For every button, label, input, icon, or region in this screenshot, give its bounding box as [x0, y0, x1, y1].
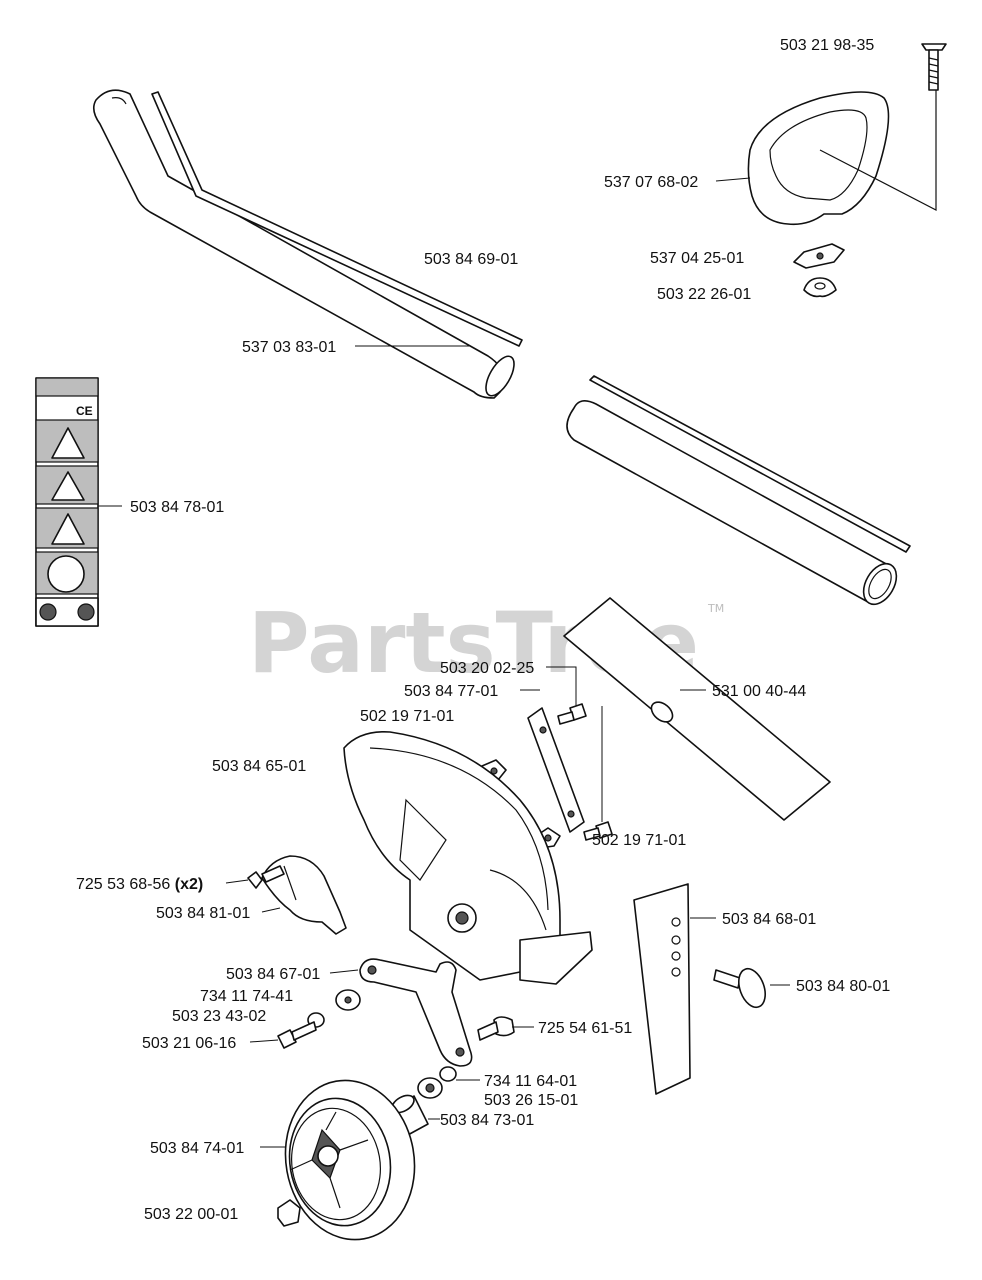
label-screw-top: 503 20 02-25: [440, 660, 534, 677]
label-clamp-plate: 503 84 77-01: [404, 683, 498, 700]
washer-c-part[interactable]: [439, 1066, 457, 1082]
label-guard: 503 84 65-01: [212, 758, 306, 775]
wing-nut-part[interactable]: [803, 277, 837, 298]
washer-a-part[interactable]: [335, 989, 361, 1011]
label-shaft-tube: 537 03 83-01: [242, 339, 336, 356]
label-plate: 503 84 68-01: [722, 911, 816, 928]
label-blade: 531 00 40-44: [712, 683, 806, 700]
screw-top-part[interactable]: [557, 703, 587, 725]
label-bearing: 503 26 15-01: [484, 1092, 578, 1109]
label-axle-nut: 503 22 00-01: [144, 1206, 238, 1223]
watermark-trademark: TM: [707, 602, 724, 615]
axle-nut-part[interactable]: [277, 1199, 301, 1227]
label-handle: 537 07 68-02: [604, 174, 698, 191]
handle-clamp-part[interactable]: [793, 243, 845, 269]
label-washer-b: 503 23 43-02: [172, 1008, 266, 1025]
label-screw-x2-number: 725 53 68-56: [76, 876, 175, 893]
wheel-part[interactable]: [273, 1070, 427, 1250]
label-screw-arm: 725 54 61-51: [538, 1020, 632, 1037]
decal-sheet-part[interactable]: CE: [35, 377, 99, 627]
label-bolt-arm: 503 21 06-16: [142, 1035, 236, 1052]
clamp-plate-part[interactable]: [527, 707, 585, 833]
label-spacer: 503 84 73-01: [440, 1112, 534, 1129]
label-drive-shaft: 503 84 69-01: [424, 251, 518, 268]
label-washer-a: 734 11 74-41: [200, 988, 293, 1005]
screw-right-part[interactable]: [583, 821, 613, 841]
arm-part[interactable]: [359, 958, 473, 1067]
label-screw-x2-qty: (x2): [175, 876, 203, 893]
label-washer-c: 734 11 64-01: [484, 1073, 577, 1090]
screw-x2-part[interactable]: [247, 865, 285, 889]
label-nut-left: 502 19 71-01: [360, 708, 454, 725]
bearing-part[interactable]: [417, 1077, 443, 1099]
blade-part[interactable]: [563, 597, 831, 821]
label-arm: 503 84 67-01: [226, 966, 320, 983]
label-screw-x2: 725 53 68-56 (x2): [76, 876, 203, 893]
support-plate-part[interactable]: [633, 883, 691, 1095]
label-nut-right: 502 19 71-01: [592, 832, 686, 849]
screw-arm-part[interactable]: [477, 1016, 515, 1041]
label-bolt-top: 503 21 98-35: [780, 37, 874, 54]
part-labels: 503 21 98-35 537 07 68-02 537 04 25-01 5…: [76, 37, 890, 1223]
guard-part[interactable]: [343, 731, 593, 985]
bracket-part[interactable]: [261, 855, 347, 935]
lower-shaft-tube-part[interactable]: [566, 375, 911, 610]
label-wheel: 503 84 74-01: [150, 1140, 244, 1157]
handle-part[interactable]: [747, 86, 937, 226]
drive-shaft-part[interactable]: [151, 91, 523, 347]
label-bracket: 503 84 81-01: [156, 905, 250, 922]
label-knob: 503 84 80-01: [796, 978, 890, 995]
top-bolt-part[interactable]: [921, 43, 947, 91]
ce-mark-icon: CE: [76, 404, 93, 418]
shaft-tube-part[interactable]: [92, 89, 520, 400]
leader-lines: [98, 177, 790, 1148]
bolt-arm-part[interactable]: [277, 1021, 317, 1049]
label-handle-clamp: 537 04 25-01: [650, 250, 744, 267]
label-wing-nut: 503 22 26-01: [657, 286, 751, 303]
label-decal-sheet: 503 84 78-01: [130, 499, 224, 516]
knob-part[interactable]: [713, 965, 770, 1011]
